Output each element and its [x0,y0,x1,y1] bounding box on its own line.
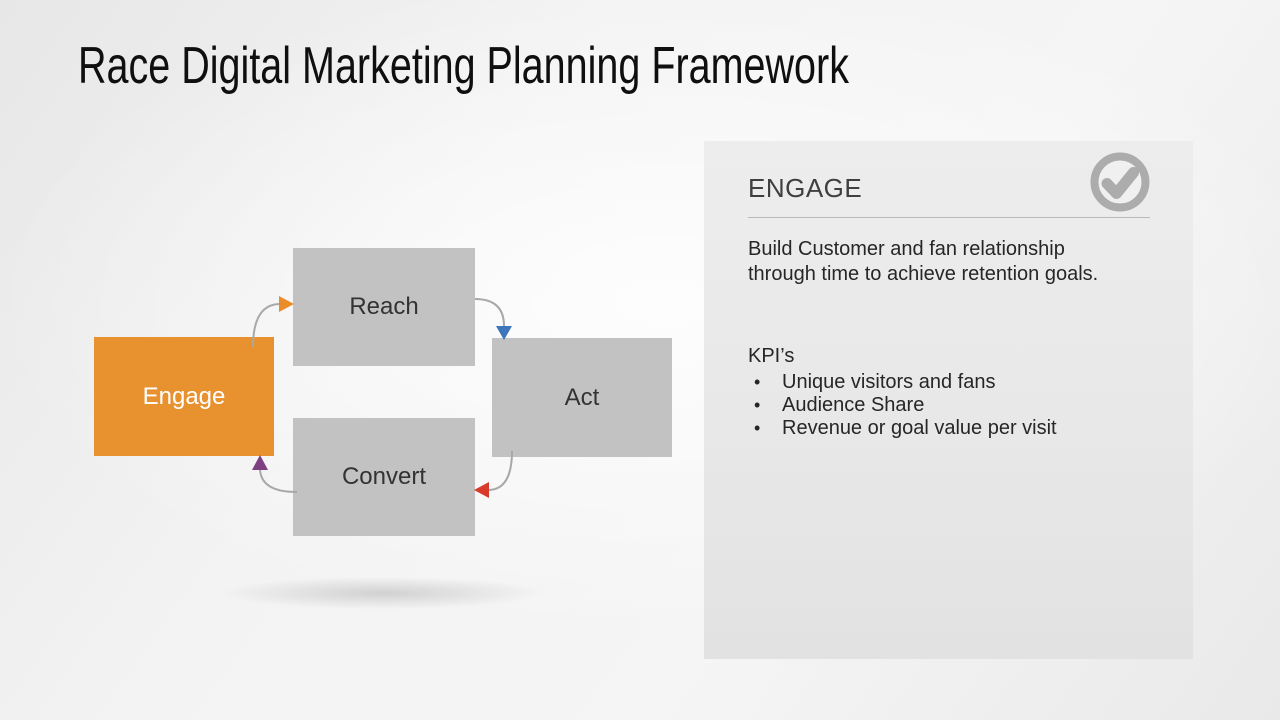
node-convert: Convert [293,418,475,536]
kpi-section: KPI’s • Unique visitors and fans • Audie… [748,345,1158,440]
node-engage-label: Engage [142,382,226,410]
arrowhead-convert-to-engage-icon [252,455,268,470]
bullet-icon: • [754,372,761,392]
panel-description: Build Customer and fan relationship thro… [748,238,1099,285]
node-reach-label: Reach [349,293,419,320]
connector-convert-engage [259,467,298,493]
check-circle-icon [1090,152,1150,212]
kpi-item-text: Unique visitors and fans [782,371,996,393]
arrowhead-act-to-convert-icon [474,482,489,498]
kpi-item-text: Audience Share [782,394,925,416]
bullet-icon: • [754,395,761,415]
panel-divider [748,217,1150,218]
bullet-icon: • [754,418,761,438]
panel-heading: ENGAGE [748,173,863,203]
slide-title: Race Digital Marketing Planning Framewor… [78,37,849,95]
kpi-heading: KPI’s [748,345,795,367]
detail-panel: ENGAGE Build Customer and fan relationsh… [704,141,1193,659]
node-act-label: Act [564,383,600,411]
connector-reach-act [474,298,505,327]
node-engage: Engage [94,337,274,456]
node-reach: Reach [293,248,475,366]
node-convert-label: Convert [341,463,427,490]
kpi-item: • Audience Share [748,394,1158,417]
diagram-shadow [223,577,543,609]
node-act: Act [492,338,672,457]
arrowhead-engage-to-reach-icon [279,296,294,312]
kpi-item-text: Revenue or goal value per visit [782,417,1057,439]
kpi-item: • Revenue or goal value per visit [748,417,1158,440]
kpi-list: • Unique visitors and fans • Audience Sh… [748,371,1158,440]
kpi-item: • Unique visitors and fans [748,371,1158,394]
